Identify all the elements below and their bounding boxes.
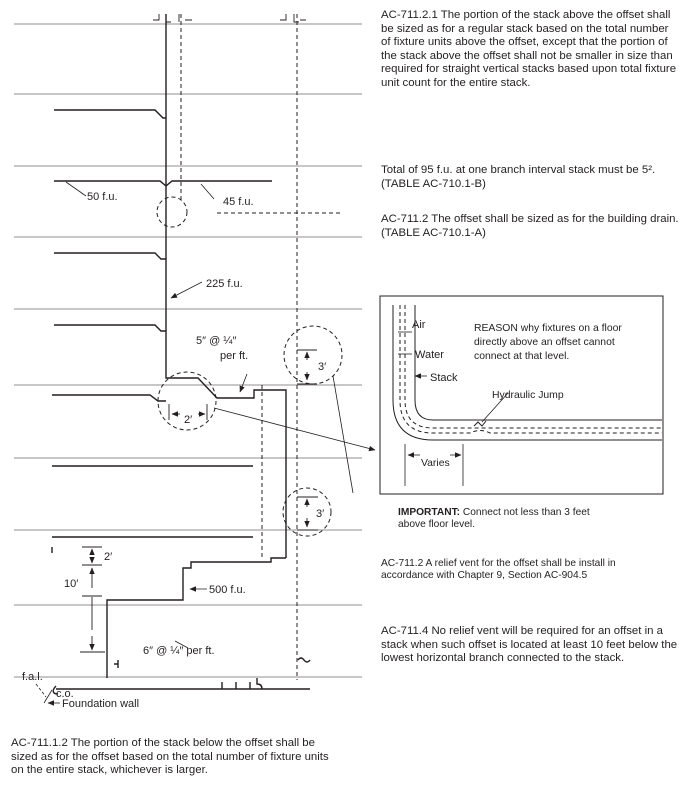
roof-vent-flashings [153,14,306,23]
floor-lines [14,23,362,678]
label-slope-5-inch: 5″ @ ¼″ [196,335,236,347]
note-ac-711-2-1: AC-711.2.1 The portion of the stack abov… [381,9,677,89]
label-dim-2-offset: 2′ [184,414,192,426]
fixture-branches [51,109,272,553]
detail-label-hydraulic-jump: Hydraulic Jump [492,390,564,401]
note-ac-711-1-2: AC-711.1.2 The portion of the stack belo… [11,737,329,777]
detail-reason-line-2: directly above an offset cannot [474,337,615,348]
label-dim-2-left: 2′ [104,551,112,563]
soil-stack [106,14,287,678]
label-500-fu: 500 f.u. [209,584,246,596]
note-important: IMPORTANT: Connect not less than 3 feet … [398,507,603,532]
vent-stacks [180,14,342,680]
label-45-fu: 45 f.u. [223,196,254,208]
hydraulic-jump-detail: Air Water Stack REASON why fixtures on a… [379,295,664,495]
detail-label-water: Water [415,349,444,361]
detail-label-stack: Stack [430,372,458,384]
label-225-fu: 225 f.u. [206,278,243,290]
building-drain [52,657,311,695]
label-slope-6-inch: 6″ @ ¼″ per ft. [143,645,215,657]
detail-reason-line-1: REASON why fixtures on a floor [474,323,622,334]
dimension-arrows [80,349,318,653]
note-total-95-fu: Total of 95 f.u. at one branch interval … [381,164,656,190]
label-dim-3-upper: 3′ [318,361,326,373]
label-dim-10: 10′ [64,578,78,590]
label-per-ft: per ft. [220,350,248,362]
fal-dashed-line [35,683,47,698]
label-dim-3-lower: 3′ [316,508,324,520]
detail-reason-line-3: connect at that level. [474,351,569,362]
leader-lines [47,181,376,706]
foundation-wall [43,689,53,704]
label-foundation-wall: Foundation wall [62,698,139,710]
important-text: Connect not less than 3 feet above floor… [398,507,590,531]
detail-label-varies: Varies [421,458,450,469]
label-co: c.o. [56,688,74,700]
label-50-fu: 50 f.u. [87,191,118,203]
note-ac-711-4: AC-711.4 No relief vent will be required… [381,625,678,665]
note-ac-711-2: AC-711.2 The offset shall be sized as fo… [381,213,679,239]
important-label: IMPORTANT: [398,507,461,518]
detail-circles [156,196,343,537]
note-ac-711-2-relief-vent: AC-711.2 A relief vent for the offset sh… [381,558,616,582]
detail-label-air: Air [412,319,426,331]
label-fal: f.a.l. [22,671,43,683]
